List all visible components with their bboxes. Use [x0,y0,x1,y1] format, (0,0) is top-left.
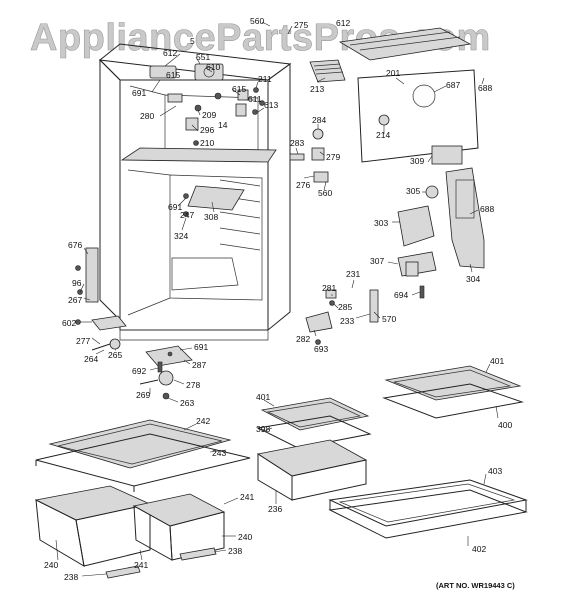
callout-241: 241 [134,560,148,570]
callout-243: 243 [212,448,226,458]
callout-264: 264 [84,354,98,364]
callout-236: 236 [268,504,282,514]
callout-610: 610 [206,62,220,72]
callout-96: 96 [72,278,82,288]
callout-281: 281 [322,283,336,293]
callout-279: 279 [326,152,340,162]
callout-269: 269 [136,390,150,400]
callout-398: 398 [256,424,270,434]
callout-276: 276 [296,180,310,190]
callout-694: 694 [394,290,408,300]
callout-691: 691 [194,342,208,352]
callout-602: 602 [62,318,76,328]
callout-691: 691 [132,88,146,98]
callout-283: 283 [290,138,304,148]
callout-247: 247 [180,210,194,220]
evaporator-fan-assembly [149,63,265,146]
callout-693: 693 [314,344,328,354]
callout-233: 233 [340,316,354,326]
callout-612: 612 [163,48,177,58]
rear-access-panel [357,69,479,165]
callout-691: 691 [168,202,182,212]
callout-211: 211 [258,74,272,84]
callout-296: 296 [200,125,214,135]
callout-287: 287 [192,360,206,370]
callout-560: 560 [318,188,332,198]
callout-615: 615 [166,70,180,80]
callout-308: 308 [204,212,218,222]
art-number: (ART NO. WR19443 C) [436,581,515,590]
refrigerator-cabinet [98,43,292,341]
callout-611: 611 [248,94,262,104]
crisper-drawer-left [34,485,152,567]
callout-263: 263 [180,398,194,408]
callout-267: 267 [68,295,82,305]
drawer-slides-238 [105,547,217,579]
callout-309: 309 [410,156,424,166]
callout-209: 209 [202,110,216,120]
callout-403: 403 [488,466,502,476]
callout-275: 275 [294,20,308,30]
callout-560: 560 [250,16,264,26]
callout-401: 401 [256,392,270,402]
callout-213: 213 [310,84,324,94]
callout-238: 238 [228,546,242,556]
callout-305: 305 [406,186,420,196]
lower-shelf-403-402 [328,479,528,539]
callout-14: 14 [218,120,228,130]
callout-570: 570 [382,314,396,324]
hinge-parts [75,193,379,400]
glass-shelf-401-right [382,365,524,419]
callout-labels: 560 275 612 5 612 551 615 610 691 211 61… [44,16,512,582]
callout-401: 401 [490,356,504,366]
callout-282: 282 [296,334,310,344]
callout-304: 304 [466,274,480,284]
callout-400: 400 [498,420,512,430]
callout-231: 231 [346,269,360,279]
callout-280: 280 [140,111,154,121]
callout-210: 210 [200,138,214,148]
callout-201: 201 [386,68,400,78]
callout-551: 551 [196,52,210,62]
callout-612: 612 [336,18,350,28]
callout-307: 307 [370,256,384,266]
callout-284: 284 [312,115,326,125]
callout-613: 613 [264,100,278,110]
callout-687: 687 [446,80,460,90]
callout-402: 402 [472,544,486,554]
callout-214: 214 [376,130,390,140]
callout-615: 615 [232,84,246,94]
callout-278: 278 [186,380,200,390]
callout-692: 692 [132,366,146,376]
air-diffuser-assembly [397,167,485,299]
callout-688: 688 [480,204,494,214]
glass-shelf-401-left [256,397,372,449]
leader-lines [55,21,499,577]
callout-240: 240 [44,560,58,570]
top-grille [309,27,472,83]
callout-303: 303 [374,218,388,228]
callout-238: 238 [64,572,78,582]
control-parts [289,114,439,199]
callout-5: 5 [190,36,195,46]
callout-241: 241 [240,492,254,502]
callout-240: 240 [238,532,252,542]
callout-285: 285 [338,302,352,312]
crisper-drawer-right [132,493,226,561]
callout-324: 324 [174,231,188,241]
callout-676: 676 [68,240,82,250]
callout-242: 242 [196,416,210,426]
meat-pan-236 [256,439,368,501]
callout-265: 265 [108,350,122,360]
crisper-cover-242 [35,419,251,492]
callout-688: 688 [478,83,492,93]
callout-277: 277 [76,336,90,346]
